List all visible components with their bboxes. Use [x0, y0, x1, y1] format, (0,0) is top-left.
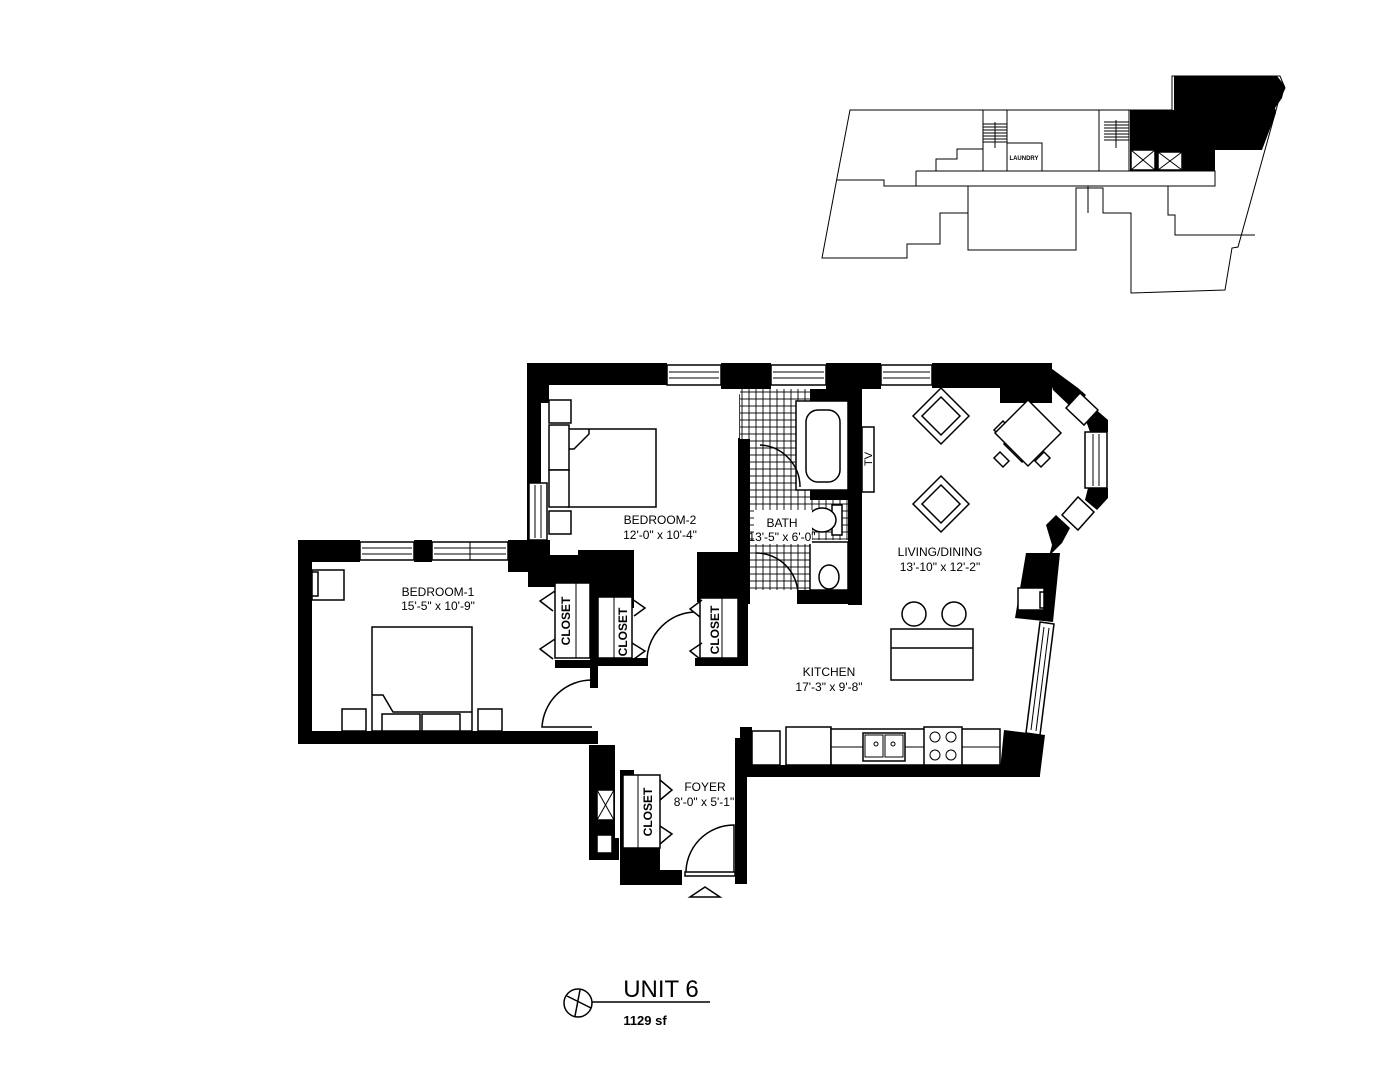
bed-icon: [341, 626, 503, 732]
closet: CLOSET: [538, 582, 591, 660]
svg-text:15'-5" x 10'-9": 15'-5" x 10'-9": [401, 599, 475, 613]
title-block: UNIT 6 1129 sf: [563, 976, 710, 1028]
svg-text:13'-5" x 6'-0": 13'-5" x 6'-0": [748, 530, 815, 544]
svg-text:8'-0" x 5'-1": 8'-0" x 5'-1": [674, 795, 734, 809]
closet-label: CLOSET: [708, 605, 722, 654]
window-icon: [880, 364, 933, 386]
door-swing: [755, 552, 799, 596]
svg-text:BEDROOM-2: BEDROOM-2: [624, 513, 697, 527]
dining-table-icon: [992, 398, 1063, 469]
window-icon: [770, 364, 827, 386]
armchair-icon: [911, 474, 971, 534]
stair-icon: [983, 122, 1007, 148]
svg-text:BEDROOM-1: BEDROOM-1: [402, 585, 475, 599]
armchair-icon: [911, 386, 971, 446]
svg-text:13'-10" x 12'-2": 13'-10" x 12'-2": [900, 560, 980, 574]
hvac-unit-icon: [1017, 587, 1045, 611]
room-label-bedroom-1: BEDROOM-1 15'-5" x 10'-9": [401, 585, 475, 613]
closet: CLOSET: [622, 774, 674, 849]
kitchen-island-icon: [890, 601, 974, 681]
unit-floor-plan: TV: [298, 363, 1108, 898]
sink-icon: [809, 541, 849, 591]
svg-text:BATH: BATH: [766, 516, 797, 530]
door-swing: [541, 679, 593, 728]
window-icon: [666, 364, 722, 386]
room-label-bath: BATH 13'-5" x 6'-0": [748, 516, 815, 544]
bed-icon: [548, 399, 657, 535]
svg-text:12'-0" x 10'-4": 12'-0" x 10'-4": [623, 528, 697, 542]
door-swing: [646, 611, 695, 659]
closet-label: CLOSET: [559, 596, 573, 645]
room-label-bedroom-2: BEDROOM-2 12'-0" x 10'-4": [623, 513, 697, 542]
closet-label: CLOSET: [616, 607, 630, 656]
svg-text:FOYER: FOYER: [684, 780, 726, 794]
mechanical-chase-icon: [596, 789, 615, 854]
window-icon: [528, 482, 548, 541]
kitchen-counter-icon: [751, 726, 1001, 766]
unit-area: 1129 sf: [623, 1013, 667, 1028]
svg-text:17'-3" x 9'-8": 17'-3" x 9'-8": [795, 680, 862, 694]
room-label-foyer: FOYER 8'-0" x 5'-1": [674, 780, 734, 809]
elevator-icon: [1130, 149, 1183, 171]
closet: CLOSET: [597, 596, 647, 660]
tv-label: TV: [863, 451, 875, 466]
stair-icon: [1098, 109, 1130, 172]
door-swing: [759, 444, 801, 488]
entry-arrow-icon: [687, 886, 723, 898]
highlighted-unit: [1130, 76, 1285, 171]
laundry-label: LAUNDRY: [1009, 156, 1038, 162]
window-icon: [1060, 391, 1100, 532]
window-icon: [1084, 431, 1108, 489]
entry-door[interactable]: [684, 824, 736, 877]
svg-text:LIVING/DINING: LIVING/DINING: [898, 545, 983, 559]
window-icon: [1025, 621, 1055, 736]
room-label-living-dining: LIVING/DINING 13'-10" x 12'-2": [898, 545, 983, 574]
closet-label: CLOSET: [641, 787, 655, 836]
key-plan: LAUNDRY: [821, 75, 1286, 294]
unit-title: UNIT 6: [623, 976, 699, 1003]
closet: CLOSET: [688, 597, 739, 660]
north-arrow-icon: [563, 988, 593, 1018]
svg-text:KITCHEN: KITCHEN: [803, 665, 856, 679]
kitchen-sink-icon: [862, 732, 906, 762]
window-icon: [431, 541, 509, 561]
dresser-icon: [311, 569, 345, 601]
room-label-kitchen: KITCHEN 17'-3" x 9'-8": [795, 665, 862, 694]
toilet-icon: [807, 504, 843, 536]
bathtub-icon: [795, 400, 849, 491]
stove-icon: [923, 726, 963, 766]
tv-icon: TV: [861, 426, 875, 493]
window-icon: [359, 541, 415, 561]
